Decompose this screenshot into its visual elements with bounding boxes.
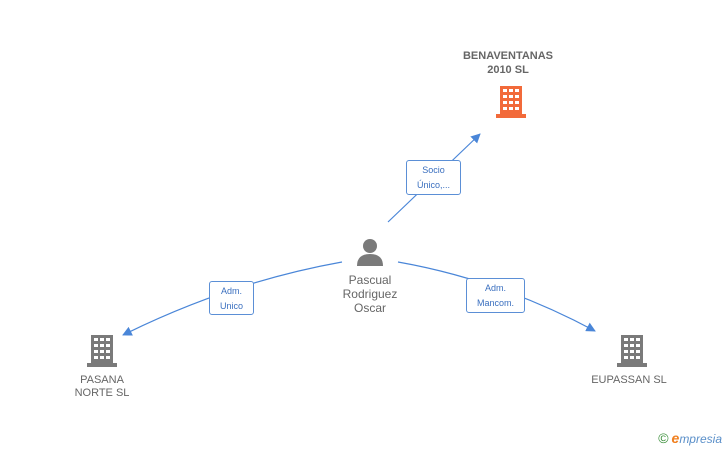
brand-initial: e <box>671 430 680 446</box>
building-icon-right[interactable] <box>617 335 647 367</box>
person-name-line1: Pascual <box>348 273 392 287</box>
right-company-label[interactable]: EUPASSAN SL <box>579 374 679 387</box>
edge-label-adm-mancom[interactable]: Adm. Mancom. <box>466 278 525 313</box>
left-company-label[interactable]: PASANA NORTE SL <box>52 374 152 400</box>
edge-label-socio-unico[interactable]: Socio Único,... <box>406 160 461 195</box>
left-company-name-line1: PASANA <box>80 374 124 386</box>
edge-label-adm-unico-line1: Adm. <box>220 286 242 296</box>
main-company-label[interactable]: BENAVENTANAS 2010 SL <box>448 49 568 77</box>
empresia-logo: ©empresia <box>658 430 722 446</box>
brand-name: mpresia <box>679 432 722 446</box>
right-company-name-line1: EUPASSAN SL <box>591 374 667 386</box>
copyright-symbol: © <box>658 430 669 446</box>
edge-label-adm-mancom-line2: Mancom. <box>476 298 514 308</box>
main-company-name-line2: 2010 SL <box>487 64 529 76</box>
edge-label-adm-mancom-line1: Adm. <box>484 283 506 293</box>
left-company-name-line2: NORTE SL <box>74 387 130 399</box>
edge-label-adm-unico-line2: Unico <box>219 301 243 311</box>
person-name-line2: Rodriguez <box>342 287 398 301</box>
edge-label-socio-line1: Socio <box>422 165 445 175</box>
person-name-line3: Oscar <box>353 301 386 315</box>
main-company-name-line1: BENAVENTANAS <box>462 50 554 62</box>
building-icon-main[interactable] <box>496 86 526 118</box>
person-label[interactable]: Pascual Rodriguez Oscar <box>320 273 420 315</box>
building-icon-left[interactable] <box>87 335 117 367</box>
person-icon[interactable] <box>357 239 383 266</box>
edge-label-adm-unico[interactable]: Adm. Unico <box>209 281 254 315</box>
edge-label-socio-line2: Único,... <box>416 180 450 190</box>
